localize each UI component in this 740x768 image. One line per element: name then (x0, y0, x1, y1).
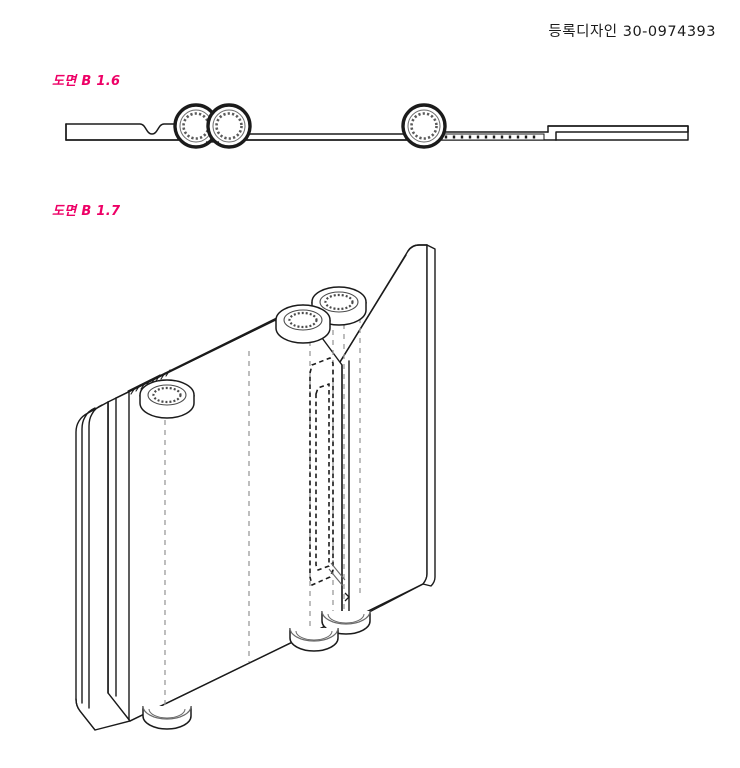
spine-bottom-curves (328, 562, 346, 587)
left-panel-shell-bottom (75, 698, 96, 731)
left-panel (75, 304, 343, 731)
hinge-barrel-b17-bottom-right (321, 610, 371, 635)
figure-label-b17: 도면 B 1.7 (52, 204, 121, 219)
hidden-slot-outline (309, 357, 334, 586)
stepped-tab-right (555, 125, 689, 141)
figure-b17-drawing (75, 244, 436, 731)
right-panel-top-corner (407, 244, 428, 252)
edge-view-body (65, 123, 689, 141)
hinge-barrel-b16-3 (401, 103, 447, 149)
knurled-strip-b16 (433, 133, 545, 141)
hinge-barrel-b17-bottom-foot (142, 705, 192, 730)
right-panel-inner-top (339, 254, 407, 363)
right-panel (339, 244, 436, 621)
page-title: 등록디자인 30-0974393 (548, 24, 716, 40)
slab-left-top-edge (65, 123, 197, 135)
left-panel-shell-line-2 (88, 404, 103, 709)
slot-inner (315, 383, 330, 571)
right-panel-edge-strip (422, 244, 436, 587)
hinge-barrel-b17-bottom-left (289, 627, 339, 652)
hinge-barrel-b17-top-right (311, 286, 367, 326)
left-panel-face (107, 307, 343, 722)
hinge-barrel-b17-top-left (275, 304, 331, 344)
hinge-barrel-b17-left (139, 379, 195, 419)
left-panel-shell-line-1 (81, 407, 96, 704)
hinge-barrel-b16-2 (206, 103, 252, 149)
left-panel-top-edge-2 (128, 304, 304, 392)
figure-b16-drawing (65, 103, 689, 149)
stepped-tab-outline (547, 125, 689, 141)
figure-label-b16: 도면 B 1.6 (52, 74, 121, 89)
spine-bottom-tick (344, 592, 350, 602)
slot-outer (309, 357, 334, 586)
